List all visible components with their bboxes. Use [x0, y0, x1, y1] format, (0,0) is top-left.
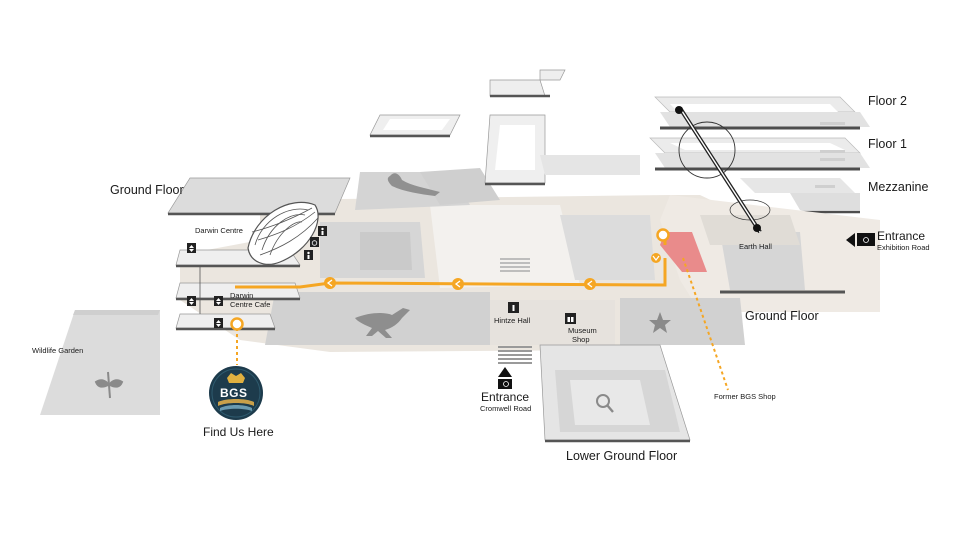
- floor-2-label: Floor 2: [868, 94, 907, 108]
- upper-floors: [649, 96, 870, 214]
- wildlife-garden: [40, 310, 160, 415]
- dragonfly-silhouette-icon: [94, 371, 124, 399]
- ground-floor-right-label: Ground Floor: [745, 309, 819, 323]
- entrance-arrow-icon: [498, 367, 512, 389]
- location-pin-icon: [656, 228, 670, 242]
- bgs-logo-text: BGS: [220, 386, 248, 400]
- wheelchair-icon: [310, 237, 319, 247]
- museum-shop-label-line1: Museum: [568, 326, 597, 335]
- elevator-icon: [214, 296, 223, 306]
- entrance-arrow-icon: [846, 233, 875, 247]
- former-bgs-shop-label: Former BGS Shop: [714, 392, 776, 401]
- cromwell-steps: [498, 346, 532, 364]
- mezzanine-label: Mezzanine: [868, 180, 929, 194]
- wildlife-garden-label: Wildlife Garden: [32, 346, 84, 355]
- darwin-centre-stack: [175, 201, 319, 331]
- darwin-centre-label: Darwin Centre: [195, 226, 243, 235]
- elevator-icon: [214, 318, 223, 328]
- info-icon: [508, 302, 519, 313]
- ground-floor-left-label: Ground Floor: [110, 183, 184, 197]
- dinosaur-silhouette-icon: [355, 308, 410, 338]
- location-pin-icon: [230, 317, 244, 331]
- chevron-down-icon: [651, 253, 661, 263]
- whale-silhouette-icon: [387, 173, 440, 196]
- find-us-here-label: Find Us Here: [203, 425, 274, 439]
- darwin-cafe-label-line1: Darwin: [230, 291, 254, 300]
- toilet-icon: [318, 226, 327, 236]
- ground-floor-main: [180, 195, 880, 352]
- former-bgs-shop-highlight: [660, 232, 707, 272]
- chevron-left-icon: [324, 277, 336, 289]
- cromwell-entrance-title: Entrance: [481, 390, 530, 404]
- exhibition-entrance-title: Entrance: [877, 229, 926, 243]
- earth-hall-label: Earth Hall: [739, 242, 772, 251]
- exhibition-entrance-subtitle: Exhibition Road: [877, 243, 930, 252]
- gift-shop-icon: [565, 313, 576, 324]
- bgs-logo: [209, 366, 263, 420]
- star-icon: [649, 312, 671, 333]
- earth-hall-escalator: [675, 106, 771, 234]
- ground-floor-left: [167, 177, 351, 216]
- toilet-icon: [304, 250, 313, 260]
- darwin-cafe-label-line2: Centre Cafe: [230, 300, 271, 309]
- chevron-left-icon: [584, 278, 596, 290]
- upper-floor-outlines: [369, 69, 640, 186]
- lower-ground-floor-label: Lower Ground Floor: [566, 449, 678, 463]
- magnifier-icon: [596, 394, 614, 413]
- lower-ground-floor: [539, 344, 691, 443]
- elevator-icon: [187, 296, 196, 306]
- elevator-icon: [187, 243, 196, 253]
- museum-shop-label-line2: Shop: [572, 335, 590, 344]
- hintze-hall-label: Hintze Hall: [494, 316, 531, 325]
- cromwell-entrance-subtitle: Cromwell Road: [480, 404, 532, 413]
- floor-1-label: Floor 1: [868, 137, 907, 151]
- chevron-left-icon: [452, 278, 464, 290]
